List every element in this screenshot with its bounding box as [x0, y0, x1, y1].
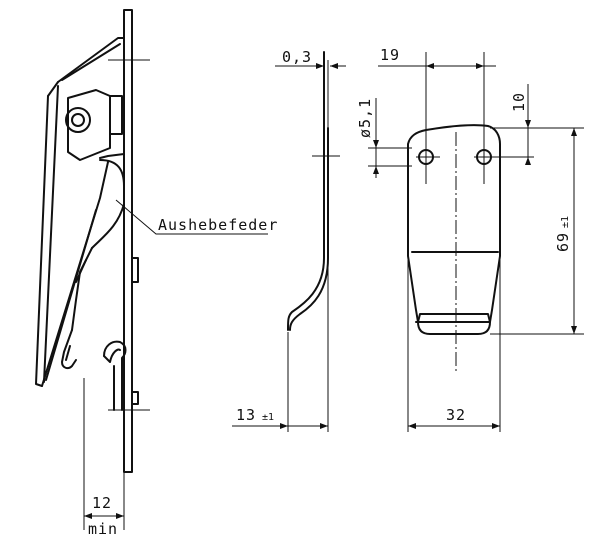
- min-clearance-note: min: [88, 520, 118, 538]
- spring-front-view: 19 ø5,1 10 69 ±1 32: [356, 46, 584, 432]
- hole-offset-label: 10: [510, 92, 528, 112]
- hole-diameter-label: ø5,1: [356, 98, 374, 138]
- hole-spacing-label: 19: [380, 46, 400, 64]
- spring-profile-view: 0,3 13 ±1: [232, 48, 346, 432]
- offset-value: 13: [236, 406, 256, 424]
- width-label: 32: [446, 406, 466, 424]
- min-clearance-value: 12: [92, 494, 112, 512]
- offset-tolerance: ±1: [262, 412, 274, 423]
- thickness-label: 0,3: [282, 48, 312, 66]
- latch-side-view: Aushebefeder 12 min: [35, 9, 278, 538]
- length-value: 69: [554, 232, 572, 252]
- length-tolerance: ±1: [560, 216, 571, 228]
- aushebefeder-label: Aushebefeder: [158, 216, 278, 234]
